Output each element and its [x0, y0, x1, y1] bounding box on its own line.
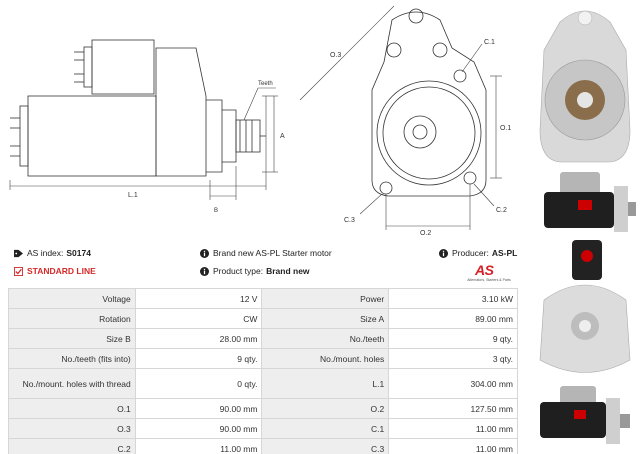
brand-row: Brand new AS-PL Starter motor: [200, 248, 332, 258]
spec-value: 3 qty.: [388, 348, 518, 369]
product-type-value: Brand new: [266, 266, 310, 276]
label-c3: C.3: [344, 217, 355, 224]
spec-label: Voltage: [8, 288, 136, 309]
standard-line-row: STANDARD LINE: [14, 266, 96, 276]
spec-value: 28.00 mm: [134, 328, 263, 349]
table-row: C.2 11.00 mm C.3 11.00 mm: [8, 438, 518, 454]
spec-value: 11.00 mm: [388, 438, 518, 454]
spec-value: 89.00 mm: [388, 308, 518, 329]
product-type-label: Product type:: [213, 266, 264, 276]
spec-label: O.3: [8, 418, 136, 439]
checkbox-checked-icon: [14, 266, 23, 276]
logo-tagline: Alternators, Starters & Parts: [467, 278, 511, 282]
spec-label: L.1: [261, 368, 390, 399]
label-c2: C.2: [496, 207, 507, 214]
spec-label: No./teeth: [261, 328, 390, 349]
spec-value: 90.00 mm: [134, 398, 263, 419]
solenoid-outline: [91, 39, 155, 95]
table-row: No./mount. holes with thread 0 qty. L.1 …: [8, 368, 518, 399]
product-photos: [539, 10, 636, 444]
table-row: Voltage 12 V Power 3.10 kW: [8, 288, 518, 309]
spec-label: No./mount. holes: [261, 348, 390, 369]
photo-side-view: [544, 172, 636, 232]
spec-label: Rotation: [8, 308, 136, 329]
spec-label: Size A: [261, 308, 390, 329]
label-o3: O.3: [330, 52, 341, 59]
spec-label: O.1: [8, 398, 136, 419]
label-c1: C.1: [484, 39, 495, 46]
spec-label: C.2: [8, 438, 136, 454]
spec-value: 0 qty.: [134, 368, 263, 399]
logo-mark: AS: [475, 262, 494, 278]
specs-table: Voltage 12 V Power 3.10 kW Rotation CW S…: [8, 288, 518, 454]
spec-label: Power: [261, 288, 390, 309]
spec-value: 127.50 mm: [388, 398, 518, 419]
spec-label: C.3: [261, 438, 390, 454]
standard-line-text: STANDARD LINE: [27, 266, 96, 276]
table-row: No./teeth (fits into) 9 qty. No./mount. …: [8, 348, 518, 369]
info-icon: [200, 248, 209, 258]
spec-value: 11.00 mm: [388, 418, 518, 439]
brand-text: Brand new AS-PL Starter motor: [213, 248, 332, 258]
info-icon: [439, 248, 448, 258]
product-type-row: Product type: Brand new: [200, 266, 310, 276]
producer-value: AS-PL: [491, 248, 518, 258]
label-o1: O.1: [500, 125, 511, 132]
spec-label: No./mount. holes with thread: [8, 368, 136, 399]
table-row: O.3 90.00 mm C.1 11.00 mm: [8, 418, 518, 439]
technical-drawing: Teeth A B L.1 O.3 O.1 O.2 C.1 C.2 C.3: [9, 5, 511, 237]
spec-value: 12 V: [134, 288, 263, 309]
spec-value: CW: [134, 308, 263, 329]
table-row: Size B 28.00 mm No./teeth 9 qty.: [8, 328, 518, 349]
photo-front-view: [539, 10, 631, 163]
spec-value: 3.10 kW: [388, 288, 518, 309]
info-icon: [200, 266, 209, 276]
label-a: A: [280, 133, 285, 140]
photo-rear-view: [539, 240, 631, 373]
spec-value: 11.00 mm: [134, 438, 263, 454]
table-row: Rotation CW Size A 89.00 mm: [8, 308, 518, 329]
spec-value: 304.00 mm: [388, 368, 518, 399]
tag-icon: [14, 249, 23, 257]
motor-body-outline: [27, 95, 157, 177]
spec-label: O.2: [261, 398, 390, 419]
label-teeth: Teeth: [258, 81, 273, 87]
producer-row: Producer: AS-PL: [439, 248, 517, 258]
spec-value: 90.00 mm: [134, 418, 263, 439]
as-index-value: S0174: [66, 248, 91, 258]
label-o2: O.2: [420, 230, 431, 237]
spec-value: 9 qty.: [388, 328, 518, 349]
label-l1: L.1: [128, 192, 138, 199]
spec-label: No./teeth (fits into): [8, 348, 136, 369]
photo-side-view-2: [540, 386, 630, 444]
table-row: O.1 90.00 mm O.2 127.50 mm: [8, 398, 518, 419]
flange-outline: [371, 11, 487, 197]
as-index-row: AS index: S0174: [14, 248, 91, 258]
spec-value: 9 qty.: [134, 348, 263, 369]
as-pl-logo: AS Alternators, Starters & Parts: [459, 262, 519, 286]
as-index-label: AS index:: [27, 248, 64, 258]
producer-label: Producer:: [452, 248, 489, 258]
spec-label: C.1: [261, 418, 390, 439]
label-b: B: [214, 208, 218, 214]
spec-label: Size B: [8, 328, 136, 349]
